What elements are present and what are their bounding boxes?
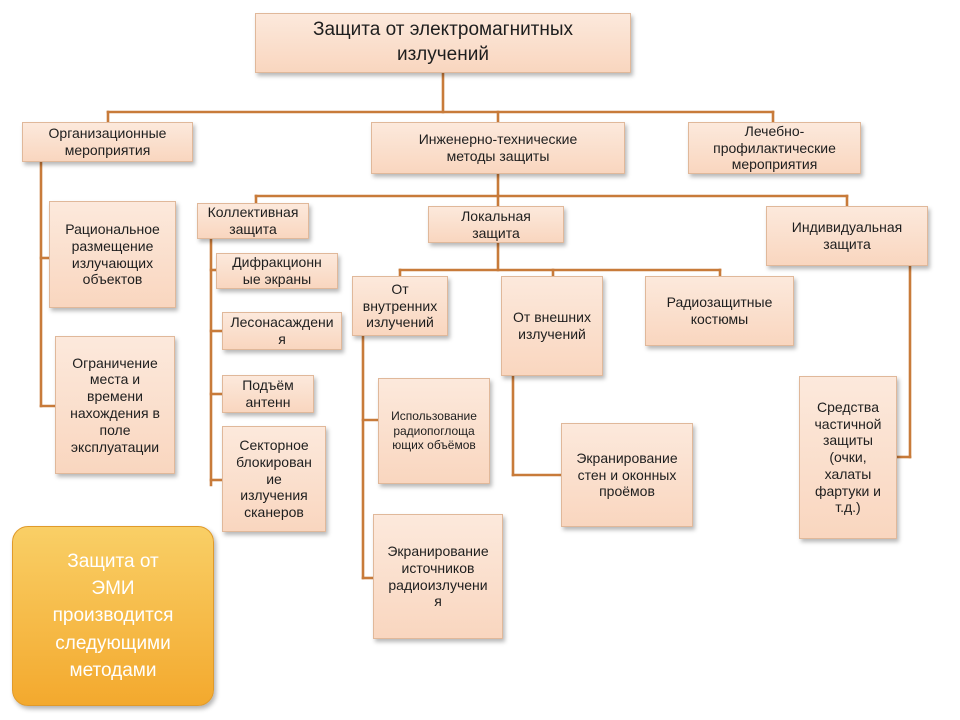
antenna-raising-label: Подъём антенн [242,377,294,410]
rational-placement-node: Рациональное размещение излучающих объек… [49,201,176,308]
medical-measures-node: Лечебно- профилактические мероприятия [688,122,861,174]
organizational-measures-node: Организационные мероприятия [22,122,193,162]
external-radiation-node: От внешних излучений [501,276,603,376]
sector-blocking-label: Секторное блокирован ие излучения сканер… [236,437,312,521]
antenna-raising-node: Подъём антенн [222,375,314,413]
rational-placement-label: Рациональное размещение излучающих объек… [65,220,160,288]
radioprotective-suits-node: Радиозащитные костюмы [645,276,794,346]
individual-protection-label: Индивидуальная защита [791,219,903,252]
partial-protection-label: Средства частичной защиты (очки, халаты … [814,398,882,516]
radioprotective-suits-label: Радиозащитные костюмы [666,294,773,327]
collective-protection-label: Коллективная защита [207,204,299,237]
medical-measures-label: Лечебно- профилактические мероприятия [713,122,836,173]
engineering-methods-node: Инженерно-технические методы защиты [371,122,625,174]
source-shielding-label: Экранирование источников радиоизлучени я [387,542,489,610]
root-node: Защита от электромагнитных излучений [255,13,631,73]
diffraction-screens-node: Дифракционн ые экраны [216,253,338,289]
forest-planting-label: Лесонасаждени я [230,314,334,347]
engineering-methods-label: Инженерно-технические методы защиты [418,131,578,164]
diffraction-screens-label: Дифракционн ые экраны [232,254,322,287]
summary-note-text: Защита от ЭМИ производится следующими ме… [52,550,174,682]
wall-shielding-label: Экранирование стен и оконных проёмов [576,449,678,500]
summary-note: Защита от ЭМИ производится следующими ме… [12,526,214,706]
source-shielding-node: Экранирование источников радиоизлучени я [373,514,503,639]
root-title: Защита от электромагнитных излучений [312,19,574,65]
absorbing-volumes-node: Использование радиопоглоща ющих объёмов [378,378,490,484]
absorbing-volumes-label: Использование радиопоглоща ющих объёмов [391,409,477,453]
time-restriction-node: Ограничение места и времени нахождения в… [55,336,175,474]
time-restriction-label: Ограничение места и времени нахождения в… [70,354,160,455]
internal-radiation-node: От внутренних излучений [352,276,448,336]
individual-protection-node: Индивидуальная защита [766,206,928,266]
local-protection-label: Локальная защита [461,207,531,241]
local-protection-node: Локальная защита [428,206,564,243]
partial-protection-node: Средства частичной защиты (очки, халаты … [799,376,897,539]
organizational-measures-label: Организационные мероприятия [48,125,167,158]
sector-blocking-node: Секторное блокирован ие излучения сканер… [222,426,326,532]
internal-radiation-label: От внутренних излучений [362,280,438,331]
collective-protection-node: Коллективная защита [197,203,309,239]
wall-shielding-node: Экранирование стен и оконных проёмов [561,423,693,527]
forest-planting-node: Лесонасаждени я [222,312,342,350]
external-radiation-label: От внешних излучений [513,309,591,342]
